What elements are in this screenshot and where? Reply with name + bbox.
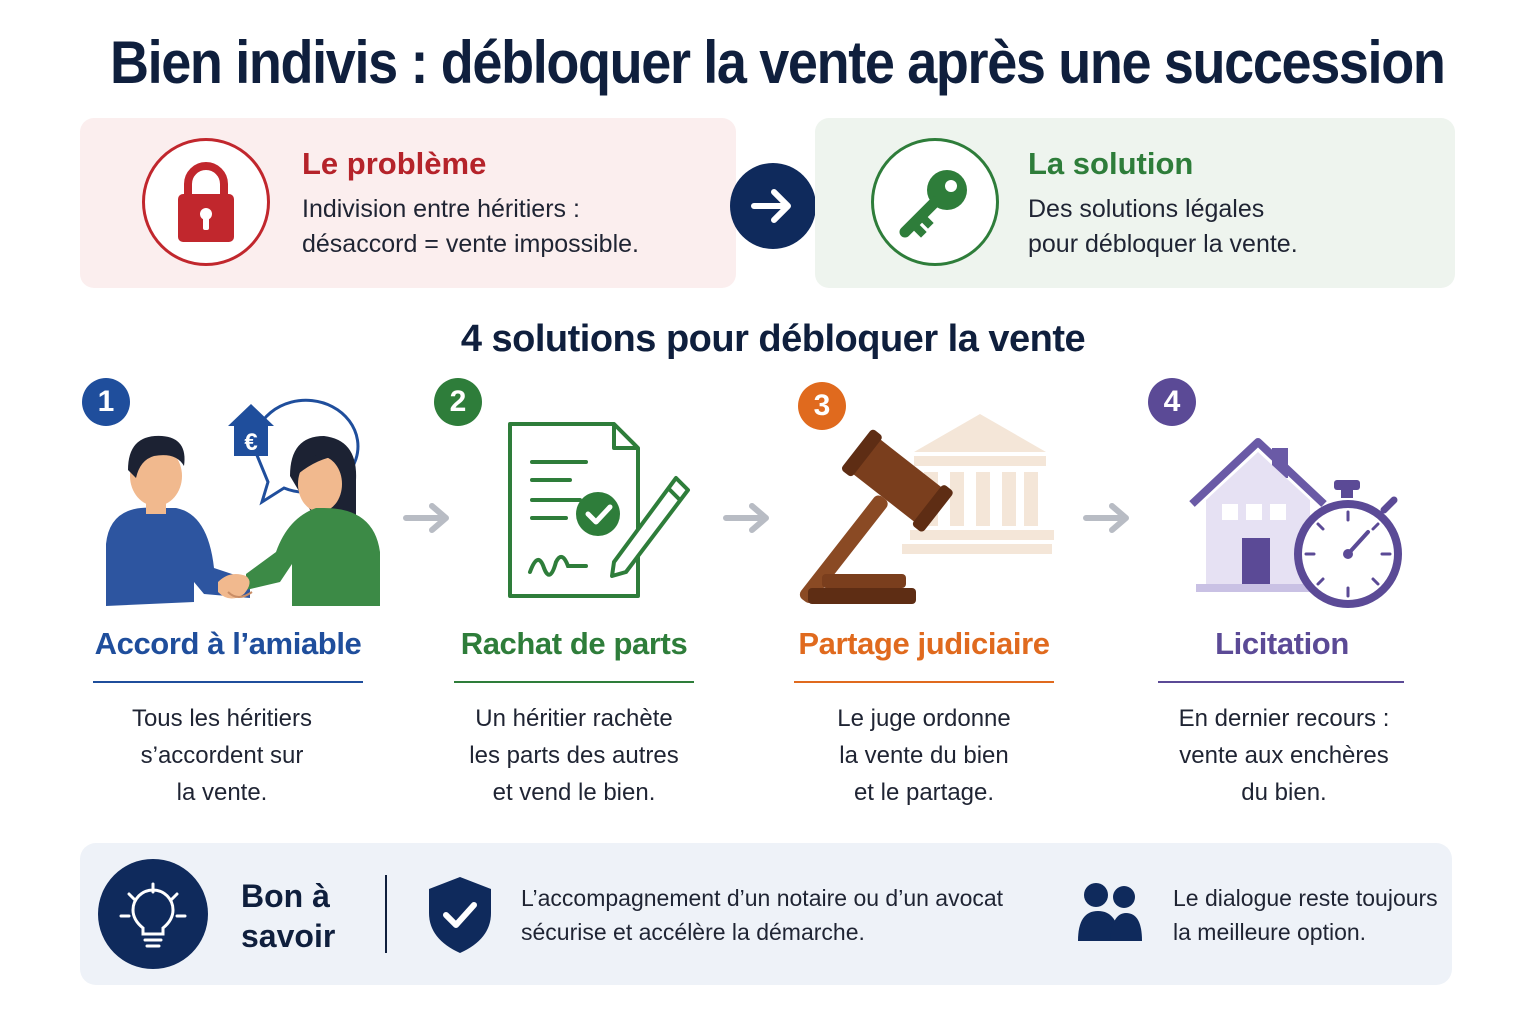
tips-divider (385, 875, 387, 953)
problem-text: Indivision entre héritiers : désaccord =… (302, 192, 639, 262)
euro-symbol: € (244, 429, 257, 456)
people-icon (1078, 883, 1142, 941)
step-divider (1158, 681, 1404, 683)
step-desc-line: vente aux enchères (1179, 742, 1389, 769)
gavel-icon (799, 414, 1054, 604)
shield-check-icon (429, 877, 491, 953)
tip-line: L’accompagnement d’un notaire ou d’un av… (521, 885, 1004, 911)
step-description: Le juge ordonne la vente du bien et le p… (764, 700, 1084, 811)
step-desc-line: la vente du bien (839, 742, 1009, 769)
problem-title: Le problème (302, 146, 487, 181)
solution-line: Des solutions légales (1028, 195, 1265, 223)
step-partage-judiciaire: 3 Partage judiciaire Le juge ordonne la … (764, 378, 1084, 818)
step-desc-line: les parts des autres (469, 742, 679, 769)
tip-line: sécurise et accélère la démarche. (521, 919, 865, 945)
step-divider (794, 681, 1054, 683)
flow-arrow-icon (723, 503, 769, 533)
step-name: Partage judiciaire (798, 626, 1050, 661)
solution-icon-ring (871, 138, 999, 266)
solution-text: Des solutions légales pour débloquer la … (1028, 192, 1298, 262)
signed-document-icon (508, 422, 690, 598)
arrow-right-icon (730, 163, 816, 249)
step-desc-line: En dernier recours : (1178, 705, 1390, 732)
tip-notaire: L’accompagnement d’un notaire ou d’un av… (521, 881, 1003, 949)
step-desc-line: Tous les héritiers (131, 705, 313, 732)
step-name: Rachat de parts (460, 626, 688, 661)
flow-arrow-icon (403, 503, 449, 533)
house-stopwatch-icon (1189, 438, 1402, 608)
tip-dialogue: Le dialogue reste toujours la meilleure … (1173, 881, 1438, 949)
tip-line: Le dialogue reste toujours (1173, 885, 1438, 911)
padlock-icon (178, 162, 234, 242)
step-desc-line: Un héritier rachète (475, 705, 673, 732)
problem-line: désaccord = vente impossible. (302, 230, 639, 258)
step-description: Tous les héritiers s’accordent sur la ve… (62, 700, 382, 811)
solution-panel: La solution Des solutions légales pour d… (815, 118, 1455, 288)
step-desc-line: et vend le bien. (492, 779, 656, 806)
step-description: Un héritier rachète les parts des autres… (414, 700, 734, 811)
tips-label: Bon à savoir (241, 876, 335, 956)
step-number-badge: 3 (798, 382, 846, 430)
step-divider (93, 681, 363, 683)
step-number-badge: 4 (1148, 378, 1196, 426)
step-name: Licitation (1215, 626, 1349, 661)
handshake-icon: € (106, 398, 380, 606)
step-desc-line: Le juge ordonne (837, 705, 1011, 732)
key-icon (899, 170, 967, 238)
step-number-badge: 2 (434, 378, 482, 426)
step-desc-line: et le partage. (853, 779, 995, 806)
flow-arrow-icon (1083, 503, 1129, 533)
tip-line: la meilleure option. (1173, 919, 1367, 945)
tips-label-line: Bon à (241, 878, 330, 914)
step-accord-amiable: € 1 Accord à l’amiable Tous les héritier… (68, 378, 388, 818)
problem-line: Indivision entre héritiers : (302, 195, 580, 223)
step-description: En dernier recours : vente aux enchères … (1124, 700, 1444, 811)
page-title: Bien indivis : débloquer la vente après … (109, 29, 1446, 96)
step-name: Accord à l’amiable (94, 626, 362, 661)
step-licitation: 4 Licitation En dernier recours : vente … (1122, 378, 1442, 818)
step-desc-line: s’accordent sur (140, 742, 304, 769)
lightbulb-icon (98, 859, 208, 969)
step-rachat-parts: 2 Rachat de parts Un héritier rachète le… (414, 378, 734, 818)
tips-label-line: savoir (241, 918, 336, 954)
solution-line: pour débloquer la vente. (1028, 230, 1298, 258)
step-number-badge: 1 (82, 378, 130, 426)
solution-title: La solution (1028, 146, 1194, 181)
step-desc-line: la vente. (176, 779, 268, 806)
tips-bar: Bon à savoir L’accompagnement d’un notai… (80, 843, 1452, 985)
step-divider (454, 681, 694, 683)
problem-panel: Le problème Indivision entre héritiers :… (80, 118, 736, 288)
problem-icon-ring (142, 138, 270, 266)
section-title: 4 solutions pour débloquer la vente (460, 318, 1086, 360)
step-desc-line: du bien. (1241, 779, 1327, 806)
